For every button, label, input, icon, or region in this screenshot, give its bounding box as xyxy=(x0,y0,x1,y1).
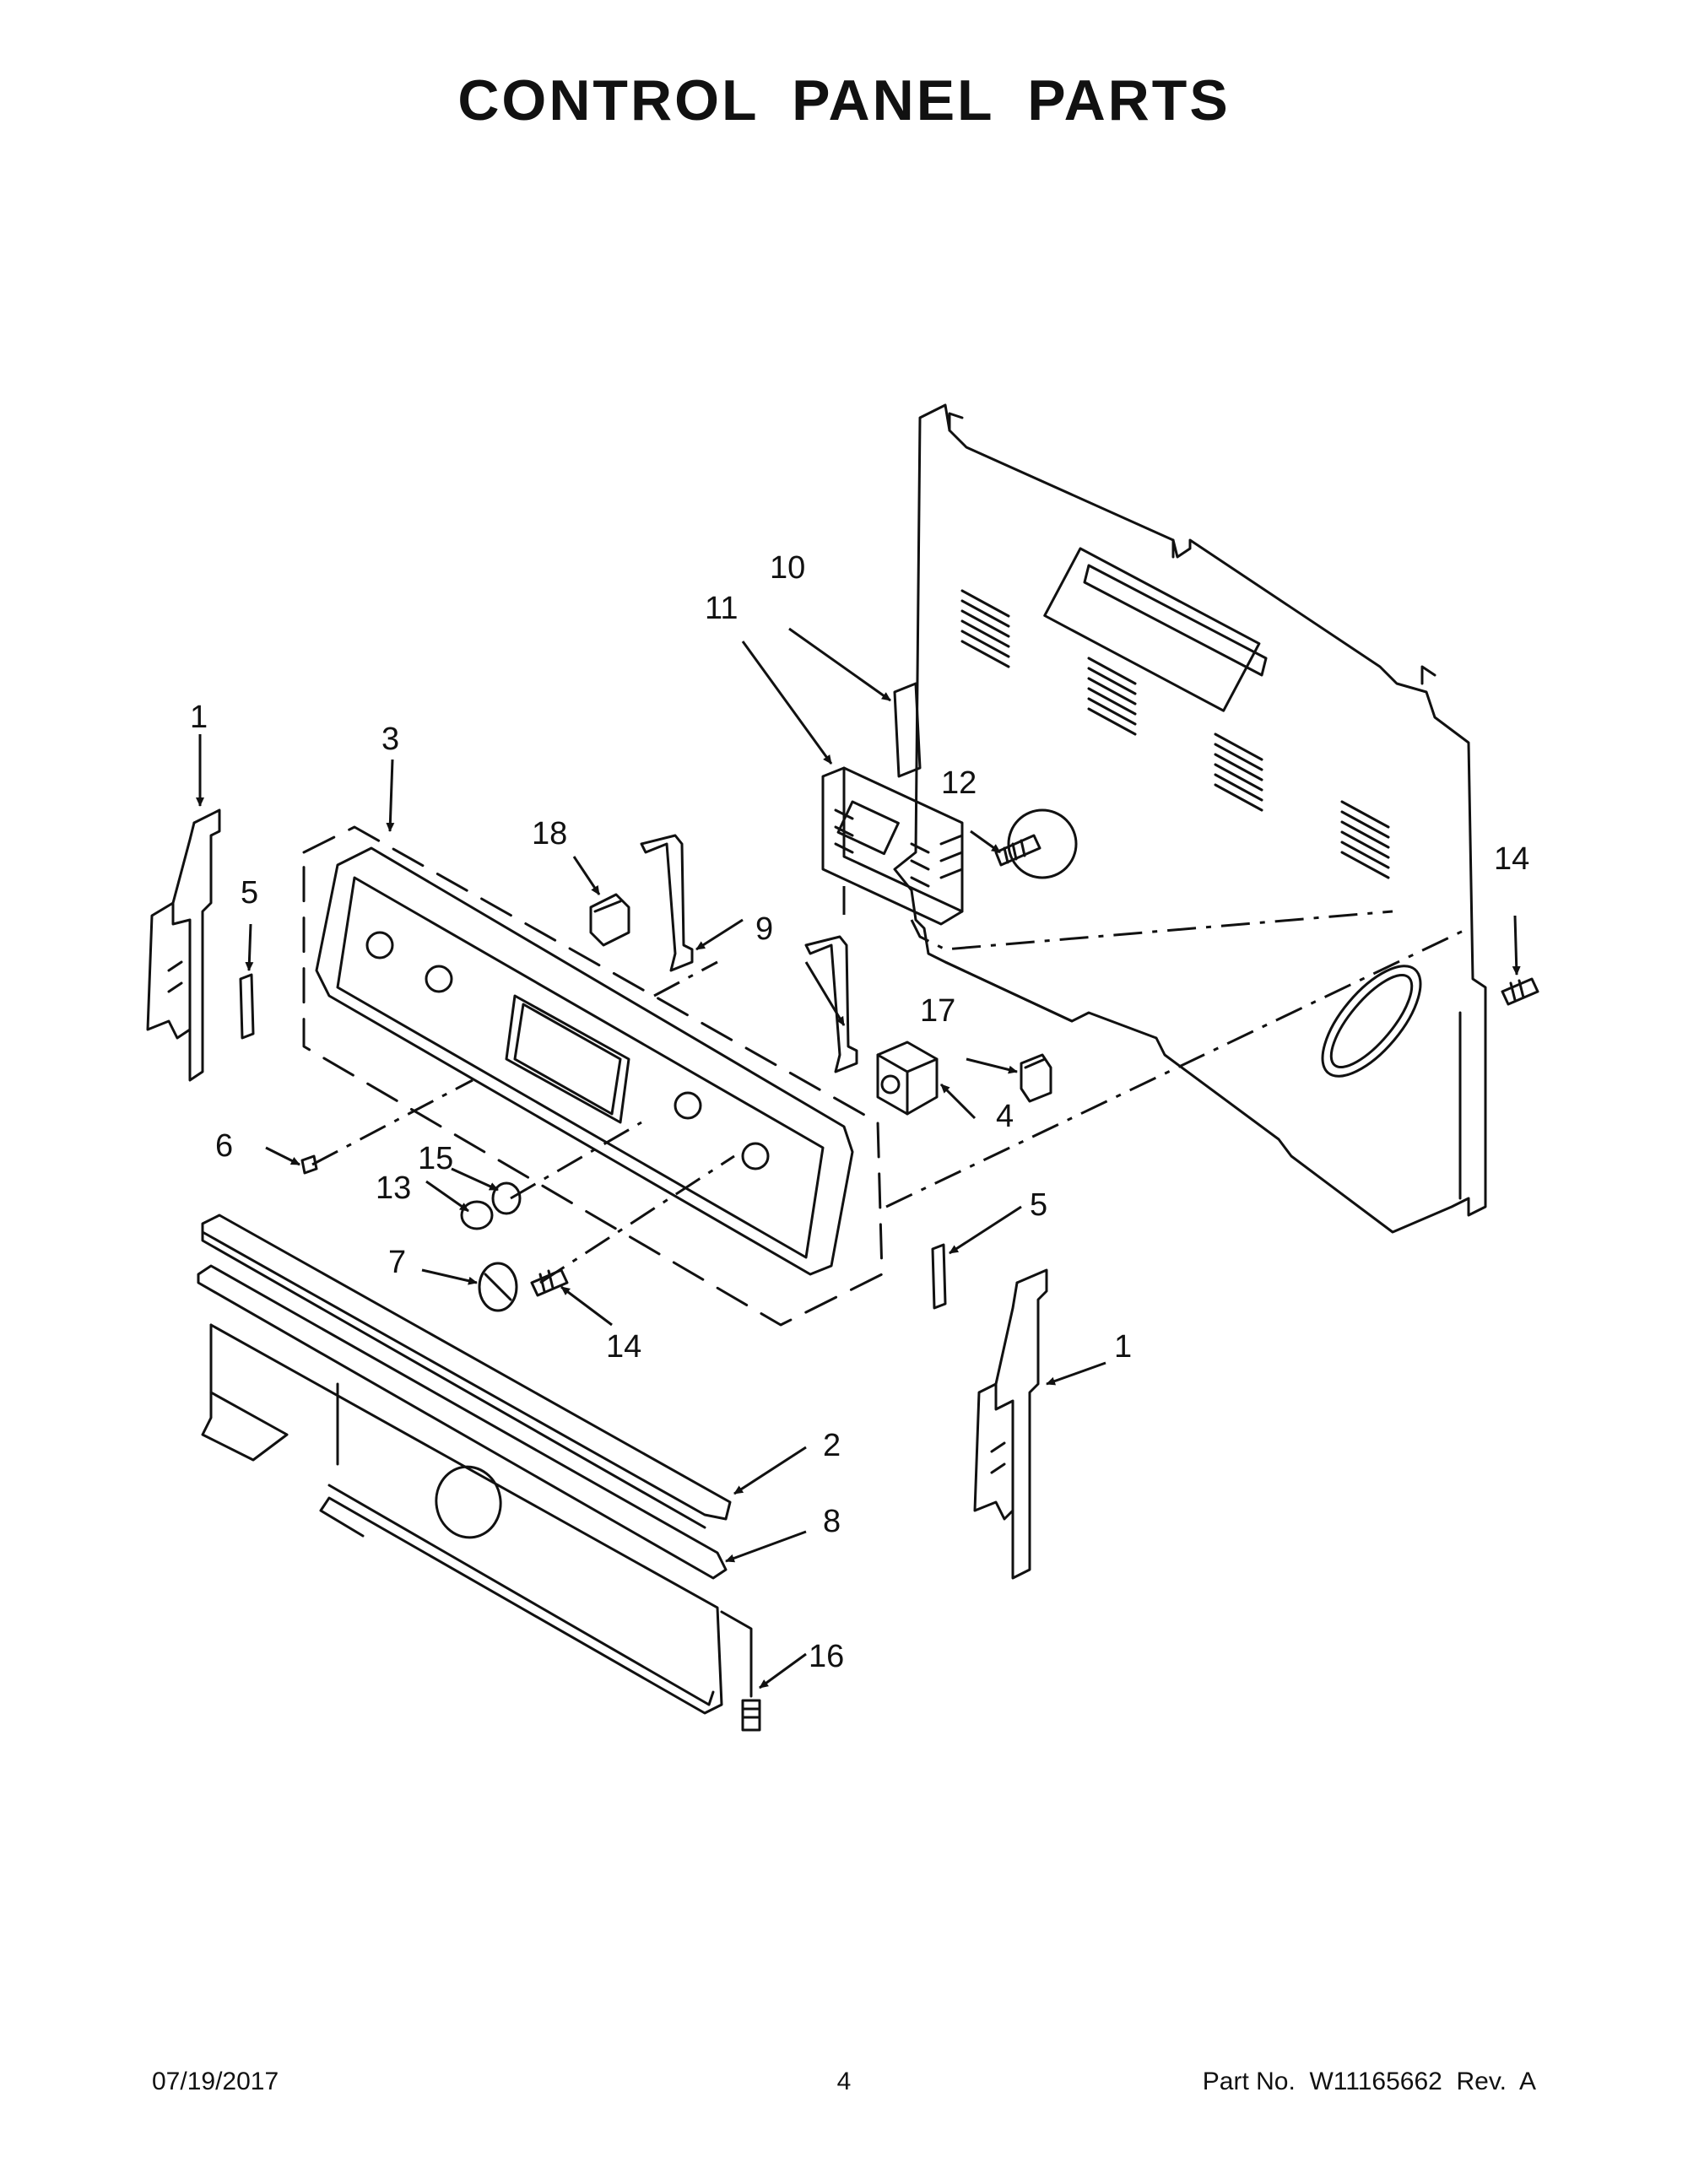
vent-slots xyxy=(960,589,1390,879)
callout-11: 11 xyxy=(705,591,738,626)
callout-1-right: 1 xyxy=(1114,1329,1132,1365)
callout-3: 3 xyxy=(381,722,399,757)
knob-clip xyxy=(491,1181,522,1215)
push-switch xyxy=(1020,1053,1052,1103)
callout-5-right: 5 xyxy=(1030,1187,1047,1223)
callout-1-left: 1 xyxy=(190,700,208,735)
callout-17: 17 xyxy=(920,993,955,1029)
clip-left xyxy=(239,973,255,1040)
infinite-switch xyxy=(876,1041,939,1116)
rev-value: A xyxy=(1518,2068,1536,2095)
side-bracket-right xyxy=(973,1268,1048,1580)
grommet xyxy=(300,1154,318,1175)
callout-13: 13 xyxy=(376,1170,411,1206)
switch xyxy=(589,893,630,947)
callout-9: 9 xyxy=(755,911,773,947)
side-bracket-left xyxy=(146,808,221,1082)
board-screw xyxy=(994,808,1078,879)
screw-right xyxy=(1501,977,1539,1006)
callout-7: 7 xyxy=(388,1245,406,1280)
callout-16: 16 xyxy=(809,1639,844,1674)
callout-14-lower: 14 xyxy=(606,1329,641,1365)
footer-page-number: 4 xyxy=(836,2068,852,2095)
clip-right xyxy=(931,1243,947,1310)
callout-12: 12 xyxy=(941,765,977,801)
callout-15: 15 xyxy=(418,1141,453,1176)
control-console-front xyxy=(315,846,854,1276)
screw-lower xyxy=(530,1268,569,1297)
part-number: W11165662 xyxy=(1309,2068,1442,2095)
screw-bottom xyxy=(741,1699,761,1732)
page-title: CONTROL PANEL PARTS xyxy=(457,68,1231,132)
callout-6: 6 xyxy=(215,1128,233,1164)
electronic-control-board xyxy=(821,766,964,926)
callout-4: 4 xyxy=(996,1099,1014,1134)
callout-8: 8 xyxy=(823,1504,841,1539)
knob-insert xyxy=(460,1200,494,1230)
footer-part-info: Part No. W11165662 Rev. A xyxy=(1203,2068,1536,2096)
callout-2: 2 xyxy=(823,1428,841,1463)
footer-date: 07/19/2017 xyxy=(152,2068,279,2095)
rear-control-panel-body xyxy=(893,403,1487,1234)
callout-5-left: 5 xyxy=(241,875,258,911)
callout-14-right: 14 xyxy=(1494,841,1529,877)
callout-18: 18 xyxy=(532,816,567,851)
control-knob xyxy=(478,1262,518,1312)
rev-label: Rev. xyxy=(1456,2068,1507,2095)
callout-10: 10 xyxy=(770,550,805,586)
part-label: Part No. xyxy=(1202,2068,1296,2095)
console-group-outline xyxy=(302,825,884,1327)
switch-bracket-lower xyxy=(804,935,858,1073)
front-manifold-panel xyxy=(197,1214,753,1715)
switch-bracket-upper xyxy=(640,834,694,972)
